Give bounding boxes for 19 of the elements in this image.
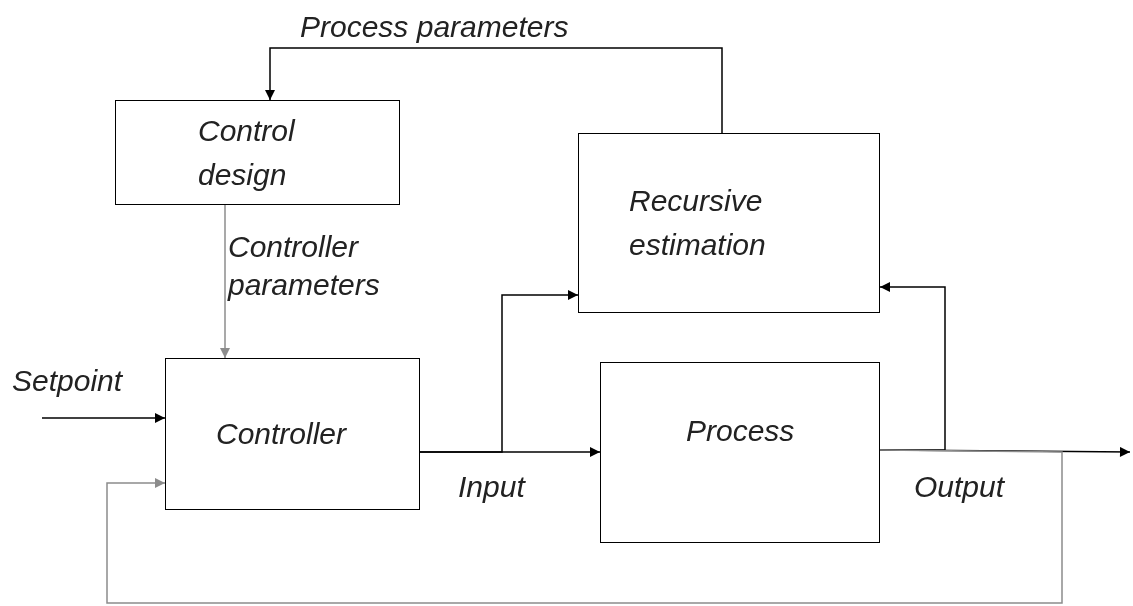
edge-label: Setpoint — [12, 363, 123, 399]
box-label: Recursive estimation — [629, 183, 767, 263]
arrow — [419, 290, 579, 453]
edge-label: Output — [914, 469, 1005, 505]
arrow — [220, 204, 230, 359]
process-box — [115, 100, 400, 205]
edge-label: Process parameters — [300, 9, 569, 45]
process-box — [600, 362, 880, 543]
arrow — [265, 47, 723, 134]
arrow — [106, 449, 1063, 604]
edge-label: Controller parameters — [228, 229, 381, 303]
arrow — [41, 413, 166, 423]
box-label: Controller — [216, 416, 348, 452]
box-label: Control design — [198, 112, 297, 193]
arrow — [879, 282, 946, 451]
process-box — [578, 133, 880, 313]
edge-label: Input — [458, 469, 525, 505]
process-box — [165, 358, 420, 510]
box-label: Process — [686, 413, 796, 449]
